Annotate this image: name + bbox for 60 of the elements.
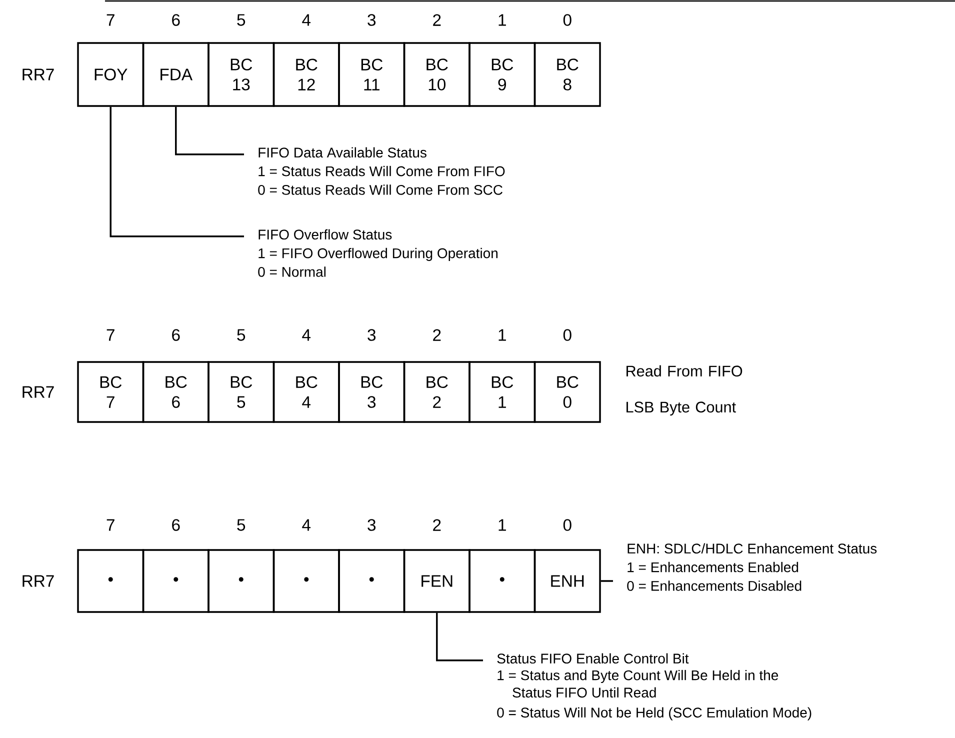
register-name: RR7 [22, 386, 54, 398]
bit-number: 3 [368, 329, 376, 341]
bit-number: 3 [368, 519, 376, 531]
bit-number: 0 [563, 329, 572, 341]
leader-line [175, 106, 244, 156]
register-cell: BC 7 [77, 361, 144, 423]
bit-description: Status FIFO Enable Control Bit 1 = Status and Byte Count Will Be Held in the Status FIFO Until Read 0 = Status Will Not be Held (SCC Emulation Mode) [497, 653, 812, 720]
bit-number: 5 [237, 519, 246, 531]
bit-description: FIFO Overflow Status 1 = FIFO Overflowed During Operation 0 = Normal [258, 229, 498, 277]
register-cell: BC 13 [208, 42, 275, 107]
bit-number: 7 [106, 519, 114, 531]
register-cell: FEN [403, 549, 470, 613]
bit-number: 0 [563, 519, 572, 531]
register-cell: • [208, 549, 275, 613]
register-cell: • [77, 549, 144, 613]
register-cell: BC 8 [534, 42, 601, 107]
bit-number: 1 [498, 14, 506, 26]
bit-number: 4 [302, 14, 311, 26]
register-name: RR7 [22, 68, 54, 80]
bit-description: ENH: SDLC/HDLC Enhancement Status 1 = Enhancements Enabled 0 = Enhancements Disabled [627, 543, 877, 591]
bit-number: 2 [433, 519, 441, 531]
register-cell: FOY [77, 42, 144, 107]
register-cell: BC 2 [403, 361, 470, 423]
register-cell: BC 1 [468, 361, 536, 423]
register-cell: BC 4 [272, 361, 340, 423]
register-cell: BC 10 [403, 42, 470, 107]
register-cell: BC 12 [272, 42, 340, 107]
bit-number: 3 [368, 14, 376, 26]
bit-number: 2 [433, 14, 441, 26]
bit-number: 6 [172, 519, 180, 531]
register-cell: BC 11 [338, 42, 406, 107]
bit-description: FIFO Data Available Status 1 = Status Reads Will Come From FIFO 0 = Status Reads Will Come From SCC [258, 147, 505, 195]
bit-number: 5 [237, 329, 246, 341]
register-cell: BC 0 [534, 361, 601, 423]
bit-number: 0 [563, 14, 572, 26]
register-cell: BC 5 [208, 361, 275, 423]
bit-number: 2 [433, 329, 441, 341]
bit-number: 6 [172, 14, 180, 26]
register-cell: BC 3 [338, 361, 406, 423]
register-cell: BC 6 [142, 361, 210, 423]
register-note: Read From FIFO LSB Byte Count [626, 365, 742, 416]
register-name: RR7 [22, 575, 54, 587]
leader-line [436, 612, 483, 662]
register-cell: FDA [142, 42, 210, 107]
bit-number: 4 [302, 329, 311, 341]
bit-number: 4 [302, 519, 311, 531]
register-cell: ENH [534, 549, 601, 613]
register-cell: BC 9 [468, 42, 536, 107]
bit-number: 1 [498, 329, 506, 341]
bit-number: 5 [237, 14, 246, 26]
bit-number: 1 [498, 519, 506, 531]
bit-number: 6 [172, 329, 180, 341]
register-cell: • [142, 549, 210, 613]
bit-number: 7 [106, 14, 114, 26]
register-cell: • [272, 549, 340, 613]
leader-line [600, 580, 613, 582]
leader-line [110, 106, 244, 238]
register-cell: • [338, 549, 406, 613]
register-cell: • [468, 549, 536, 613]
bit-number: 7 [106, 329, 114, 341]
